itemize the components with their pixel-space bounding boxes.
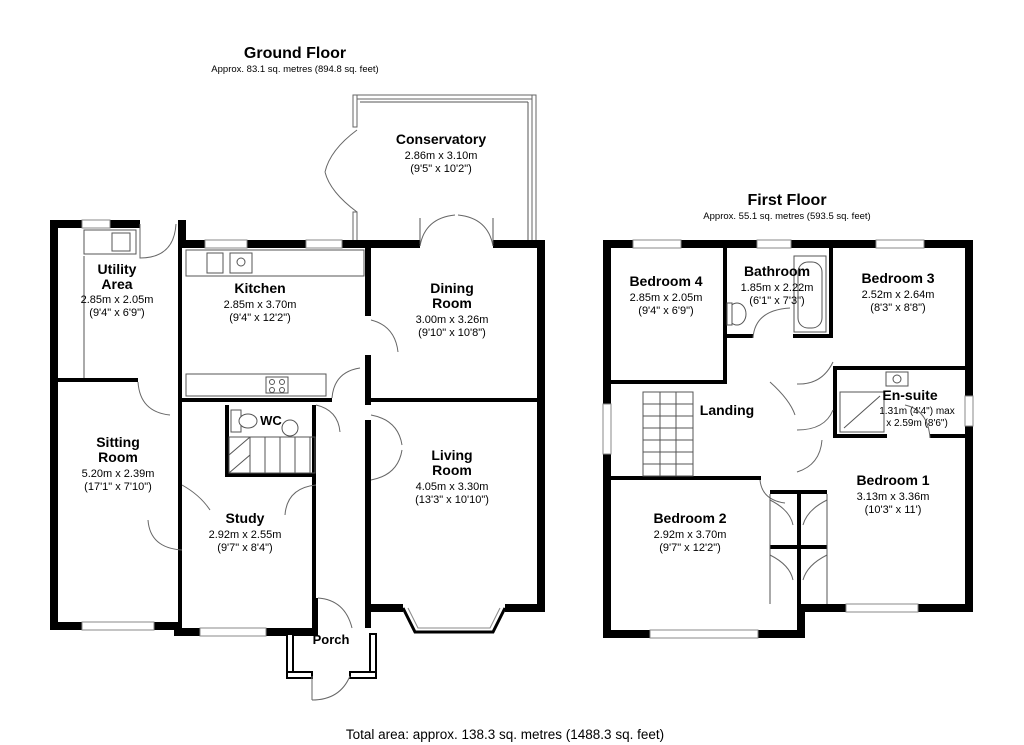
first-doors — [759, 361, 834, 604]
ground-floor-windows — [81, 219, 343, 637]
first-floor-area: Approx. 55.1 sq. metres (593.5 sq. feet) — [703, 211, 870, 222]
svg-text:Bathroom: Bathroom — [744, 263, 810, 279]
svg-text:(9'10" x 10'8"): (9'10" x 10'8") — [418, 327, 486, 339]
room-label-conservatory: Conservatory 2.86m x 3.10m (9'5" x 10'2"… — [396, 131, 486, 175]
svg-text:Area: Area — [101, 276, 132, 292]
svg-text:Room: Room — [98, 449, 138, 465]
svg-text:(9'4" x 12'2"): (9'4" x 12'2") — [229, 312, 291, 324]
svg-text:(17'1" x 7'10"): (17'1" x 7'10") — [84, 481, 152, 493]
svg-text:2.92m x 2.55m: 2.92m x 2.55m — [209, 529, 282, 541]
svg-text:Sitting: Sitting — [96, 434, 140, 450]
svg-text:WC: WC — [260, 413, 282, 428]
svg-text:3.00m x 3.26m: 3.00m x 3.26m — [416, 314, 489, 326]
porch-structure — [286, 597, 377, 701]
svg-text:2.86m x 3.10m: 2.86m x 3.10m — [405, 150, 478, 162]
ground-floor-area: Approx. 83.1 sq. metres (894.8 sq. feet) — [211, 64, 378, 75]
svg-text:2.85m x 3.70m: 2.85m x 3.70m — [224, 299, 297, 311]
svg-text:(6'1" x 7'3"): (6'1" x 7'3") — [749, 295, 804, 307]
svg-text:(9'7" x 12'2"): (9'7" x 12'2") — [659, 542, 721, 554]
room-label-bedroom3: Bedroom 3 2.52m x 2.64m (8'3" x 8'8") — [861, 270, 934, 314]
svg-text:Utility: Utility — [98, 261, 137, 277]
svg-text:(9'7" x 8'4"): (9'7" x 8'4") — [217, 542, 272, 554]
svg-text:Bedroom 4: Bedroom 4 — [629, 273, 702, 289]
bay-window — [401, 607, 507, 634]
room-label-bedroom1: Bedroom 1 3.13m x 3.36m (10'3" x 11') — [856, 472, 929, 516]
svg-text:En-suite: En-suite — [882, 387, 937, 403]
room-label-porch: Porch — [313, 632, 350, 647]
svg-text:(9'4" x 6'9"): (9'4" x 6'9") — [89, 307, 144, 319]
room-label-bedroom2: Bedroom 2 2.92m x 3.70m (9'7" x 12'2") — [653, 510, 726, 554]
svg-text:x 2.59m (8'6"): x 2.59m (8'6") — [886, 418, 948, 429]
svg-text:1.31m (4'4") max: 1.31m (4'4") max — [879, 406, 954, 417]
room-label-bedroom4: Bedroom 4 2.85m x 2.05m (9'4" x 6'9") — [629, 273, 702, 317]
svg-text:Conservatory: Conservatory — [396, 131, 486, 147]
svg-text:Porch: Porch — [313, 632, 350, 647]
first-floor-windows — [602, 239, 974, 639]
svg-text:(10'3" x 11'): (10'3" x 11') — [865, 504, 922, 516]
total-area: Total area: approx. 138.3 sq. metres (14… — [346, 727, 664, 742]
first-floor-plan: First Floor Approx. 55.1 sq. metres (593… — [602, 192, 974, 639]
first-stairs — [642, 391, 694, 477]
svg-text:Bedroom 2: Bedroom 2 — [653, 510, 726, 526]
wc-fittings — [230, 404, 341, 437]
svg-text:Living: Living — [431, 447, 472, 463]
bathroom-fittings — [726, 255, 827, 339]
svg-text:Dining: Dining — [430, 280, 474, 296]
kitchen-fittings — [185, 249, 365, 397]
room-label-bathroom: Bathroom 1.85m x 2.22m (6'1" x 7'3") — [741, 263, 814, 307]
room-label-study: Study 2.92m x 2.55m (9'7" x 8'4") — [209, 510, 282, 554]
first-floor-title: First Floor — [747, 192, 826, 209]
svg-text:2.85m x 2.05m: 2.85m x 2.05m — [81, 294, 154, 306]
svg-text:Bedroom 3: Bedroom 3 — [861, 270, 934, 286]
svg-text:(9'4" x 6'9"): (9'4" x 6'9") — [638, 305, 693, 317]
svg-text:1.85m x 2.22m: 1.85m x 2.22m — [741, 282, 814, 294]
room-label-utility: Utility Area 2.85m x 2.05m (9'4" x 6'9") — [81, 261, 154, 319]
room-label-sitting: Sitting Room 5.20m x 2.39m (17'1" x 7'10… — [82, 434, 155, 493]
svg-text:Kitchen: Kitchen — [234, 280, 285, 296]
ground-floor-title: Ground Floor — [244, 45, 346, 62]
room-label-wc: WC — [260, 413, 282, 428]
ground-floor-plan: Ground Floor Approx. 83.1 sq. metres (89… — [50, 45, 545, 701]
svg-text:4.05m x 3.30m: 4.05m x 3.30m — [416, 481, 489, 493]
svg-text:2.92m x 3.70m: 2.92m x 3.70m — [654, 529, 727, 541]
svg-text:Room: Room — [432, 295, 472, 311]
utility-fittings — [83, 223, 177, 378]
svg-text:3.13m x 3.36m: 3.13m x 3.36m — [857, 491, 930, 503]
svg-text:Landing: Landing — [700, 402, 754, 418]
svg-text:(13'3" x 10'10"): (13'3" x 10'10") — [415, 494, 489, 506]
svg-text:5.20m x 2.39m: 5.20m x 2.39m — [82, 468, 155, 480]
svg-text:Bedroom 1: Bedroom 1 — [856, 472, 929, 488]
svg-text:2.52m x 2.64m: 2.52m x 2.64m — [862, 289, 935, 301]
svg-text:(8'3" x 8'8"): (8'3" x 8'8") — [870, 302, 925, 314]
room-label-landing: Landing — [700, 402, 754, 418]
ground-doors — [137, 214, 494, 551]
room-label-dining: Dining Room 3.00m x 3.26m (9'10" x 10'8"… — [416, 280, 489, 339]
svg-text:2.85m x 2.05m: 2.85m x 2.05m — [630, 292, 703, 304]
room-label-living: Living Room 4.05m x 3.30m (13'3" x 10'10… — [415, 447, 489, 506]
ground-stairs — [228, 436, 316, 474]
svg-text:Study: Study — [226, 510, 265, 526]
svg-text:Room: Room — [432, 462, 472, 478]
room-label-ensuite: En-suite 1.31m (4'4") max x 2.59m (8'6") — [879, 387, 954, 429]
svg-text:(9'5" x 10'2"): (9'5" x 10'2") — [410, 163, 472, 175]
ensuite-fittings — [839, 371, 931, 439]
room-label-kitchen: Kitchen 2.85m x 3.70m (9'4" x 12'2") — [224, 280, 297, 324]
